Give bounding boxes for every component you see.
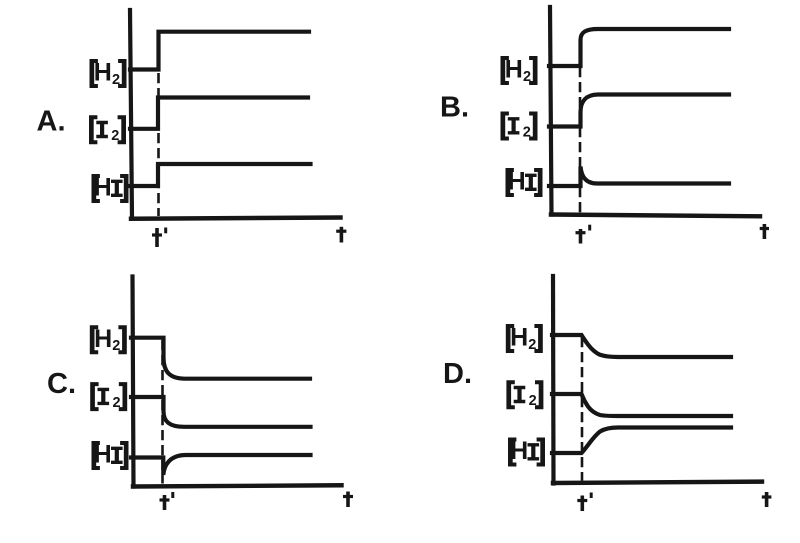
svg-text:B.: B. <box>440 92 469 124</box>
svg-text:C.: C. <box>47 368 76 400</box>
svg-text:A.: A. <box>37 106 66 138</box>
svg-text:D.: D. <box>443 358 472 390</box>
